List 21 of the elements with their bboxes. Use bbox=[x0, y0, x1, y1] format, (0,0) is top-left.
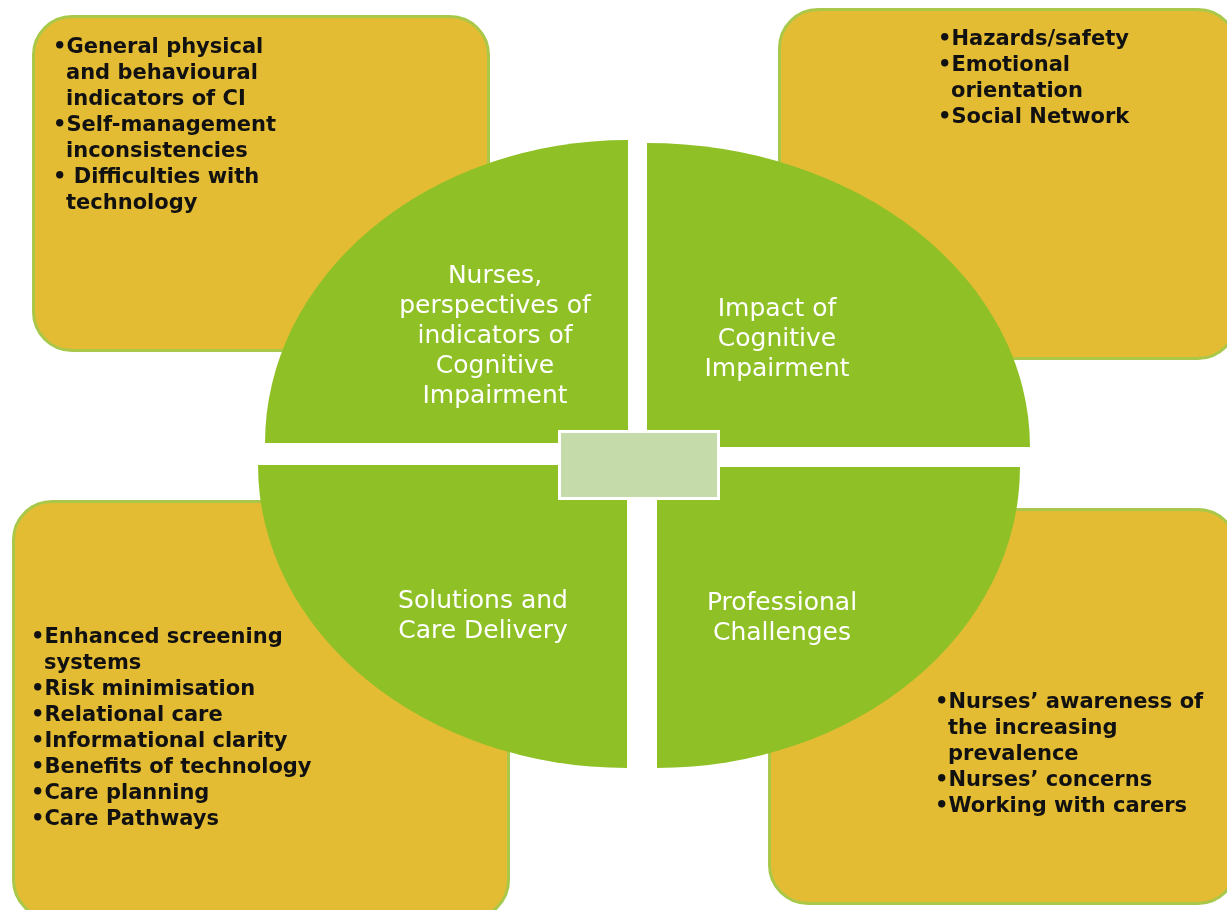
bullet-item: • Difficulties with technology bbox=[53, 163, 261, 215]
bullet-item: •Enhanced screening systems bbox=[31, 623, 284, 675]
center-square bbox=[558, 430, 720, 500]
bullet-item: •General physical and behavioural indicators of CI bbox=[53, 33, 265, 111]
bullet-item: •Care planning bbox=[31, 779, 211, 805]
bullet-item: •Self-management inconsistencies bbox=[53, 111, 278, 163]
bullet-item: •Risk minimisation bbox=[31, 675, 257, 701]
bullet-item: •Informational clarity bbox=[31, 727, 289, 753]
bullet-item: •Social Network bbox=[938, 103, 1131, 129]
bullet-item: •Nurses’ concerns bbox=[935, 766, 1154, 792]
quadrant-label: Impact of Cognitive Impairment bbox=[703, 293, 851, 383]
bullet-item: •Hazards/safety bbox=[938, 25, 1130, 51]
bullet-item: •Working with carers bbox=[935, 792, 1189, 818]
bullet-item: •Nurses’ awareness of the increasing prevalence bbox=[935, 688, 1205, 766]
quadrant-label: Solutions and Care Delivery bbox=[397, 585, 569, 645]
bullet-item: •Emotional orientation bbox=[938, 51, 1084, 103]
bullet-item: •Relational care bbox=[31, 701, 224, 727]
quadrant-label: Professional Challenges bbox=[705, 587, 859, 647]
bullet-item: •Benefits of technology bbox=[31, 753, 313, 779]
quadrant-label: Nurses, perspectives of indicators of Cognitive Impairment bbox=[398, 260, 593, 410]
bullet-item: •Care Pathways bbox=[31, 805, 220, 831]
